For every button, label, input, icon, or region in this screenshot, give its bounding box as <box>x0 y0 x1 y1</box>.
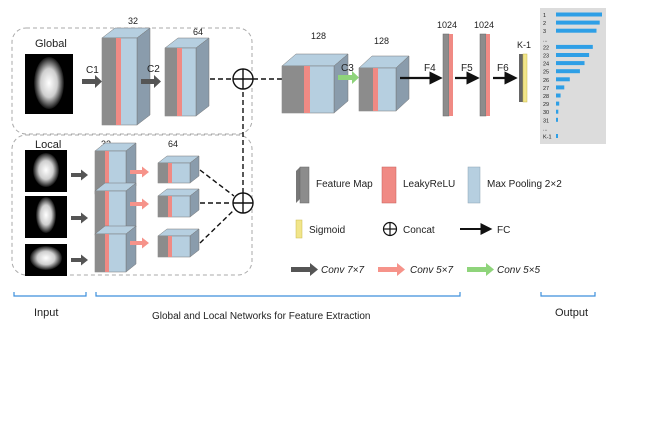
output-bar <box>556 20 600 25</box>
output-bar-label: 26 <box>543 78 549 84</box>
global-conv-block-64 <box>164 37 210 117</box>
local-ch-64: 64 <box>168 139 178 149</box>
output-bar-label: 29 <box>543 102 549 108</box>
output-bar-label: 31 <box>543 118 549 124</box>
concat-node-local <box>232 192 254 214</box>
fc-layer-1024b <box>479 33 490 117</box>
local-title: Local <box>35 139 61 151</box>
fc-layer-1024a <box>442 33 453 117</box>
c2-label: C2 <box>147 64 160 75</box>
legend-conv5x5: Conv 5×5 <box>467 263 541 276</box>
f4-label: F4 <box>424 63 436 74</box>
fc-dim-1024a: 1024 <box>437 20 457 30</box>
conv5x5-arrow-c3 <box>338 71 359 84</box>
c1-label: C1 <box>86 65 99 76</box>
bottom-brackets <box>13 292 596 297</box>
f6-label: F6 <box>497 63 509 74</box>
output-bar-label: K-1 <box>543 135 552 141</box>
legend-sigmoid-label: Sigmoid <box>309 225 345 236</box>
legend-conv7: Conv 7×7 <box>291 263 365 276</box>
input-bracket <box>13 292 87 297</box>
global-input-image <box>25 54 73 114</box>
global-ch-64: 64 <box>193 27 203 37</box>
legend-leaky-relu: LeakyReLU <box>381 166 455 204</box>
merged-block-128b <box>358 55 410 112</box>
local-to-concat-links <box>199 169 235 244</box>
output-bar-label: 22 <box>543 45 549 51</box>
concat-node-global <box>232 68 254 90</box>
output-bar-label: 2 <box>543 21 546 27</box>
global-title: Global <box>35 38 67 50</box>
legend-sigmoid: Sigmoid <box>295 219 345 239</box>
output-bar <box>556 109 559 114</box>
output-bar-label: 30 <box>543 110 549 116</box>
output-caption: Output <box>555 307 588 319</box>
legend-conv7-label: Conv 7×7 <box>321 265 365 276</box>
merged-ch-128a: 128 <box>311 31 326 41</box>
output-bar <box>556 134 558 138</box>
legend-concat: Concat <box>382 221 435 237</box>
output-bar <box>556 28 597 33</box>
output-bar <box>556 85 565 90</box>
legend-concat-label: Concat <box>403 225 435 236</box>
input-caption: Input <box>34 307 58 319</box>
feature-extraction-bracket <box>95 292 461 297</box>
output-bar <box>556 44 593 49</box>
legend-conv5x7-label: Conv 5×7 <box>410 265 454 276</box>
output-bar-label: 28 <box>543 94 549 100</box>
sigmoid-layer <box>519 53 528 103</box>
k1-label: K-1 <box>517 40 531 50</box>
legend-feature-map-label: Feature Map <box>316 179 373 190</box>
legend-conv5x5-label: Conv 5×5 <box>497 265 541 276</box>
local-row-3 <box>25 225 200 276</box>
legend-feature-map: Feature Map <box>296 166 373 204</box>
conv7-arrow-c2 <box>141 75 161 88</box>
output-bar <box>556 77 570 82</box>
global-ch-32: 32 <box>128 16 138 26</box>
legend-fc-label: FC <box>497 225 510 236</box>
output-bar-label: 23 <box>543 54 549 60</box>
merged-block-128a <box>281 53 349 114</box>
output-bar <box>556 93 561 98</box>
output-bar <box>556 53 590 57</box>
legend-max-pooling: Max Pooling 2×2 <box>467 166 562 204</box>
fc-dim-1024b: 1024 <box>474 20 494 30</box>
output-bar-label: 25 <box>543 70 549 76</box>
feature-extraction-caption: Global and Local Networks for Feature Ex… <box>152 311 370 322</box>
f5-label: F5 <box>461 63 473 74</box>
merged-ch-128b: 128 <box>374 36 389 46</box>
global-conv-block-32 <box>101 27 151 126</box>
output-bar <box>556 69 580 74</box>
legend-max-pooling-label: Max Pooling 2×2 <box>487 179 562 190</box>
output-bar-label: 3 <box>543 29 546 35</box>
output-bar-label: 24 <box>543 62 549 68</box>
legend-fc: FC <box>460 223 510 236</box>
legend: Feature Map LeakyReLU Max Pooling 2×2 Si… <box>291 166 562 276</box>
legend-conv5x7: Conv 5×7 <box>378 263 454 276</box>
output-bar-label: 27 <box>543 86 549 92</box>
output-bar-label: ... <box>543 126 548 132</box>
c3-label: C3 <box>341 63 354 74</box>
conv7-arrow-c1 <box>82 75 102 88</box>
output-bar <box>556 101 560 106</box>
output-bar-label: 1 <box>543 13 546 19</box>
output-bar <box>556 117 558 122</box>
legend-leaky-relu-label: LeakyReLU <box>403 179 455 190</box>
output-bar <box>556 12 602 17</box>
output-bar <box>556 61 585 66</box>
output-bar-label: ... <box>543 37 548 43</box>
local-row-1 <box>25 142 200 195</box>
output-panel <box>540 8 606 144</box>
output-bracket <box>540 292 596 297</box>
